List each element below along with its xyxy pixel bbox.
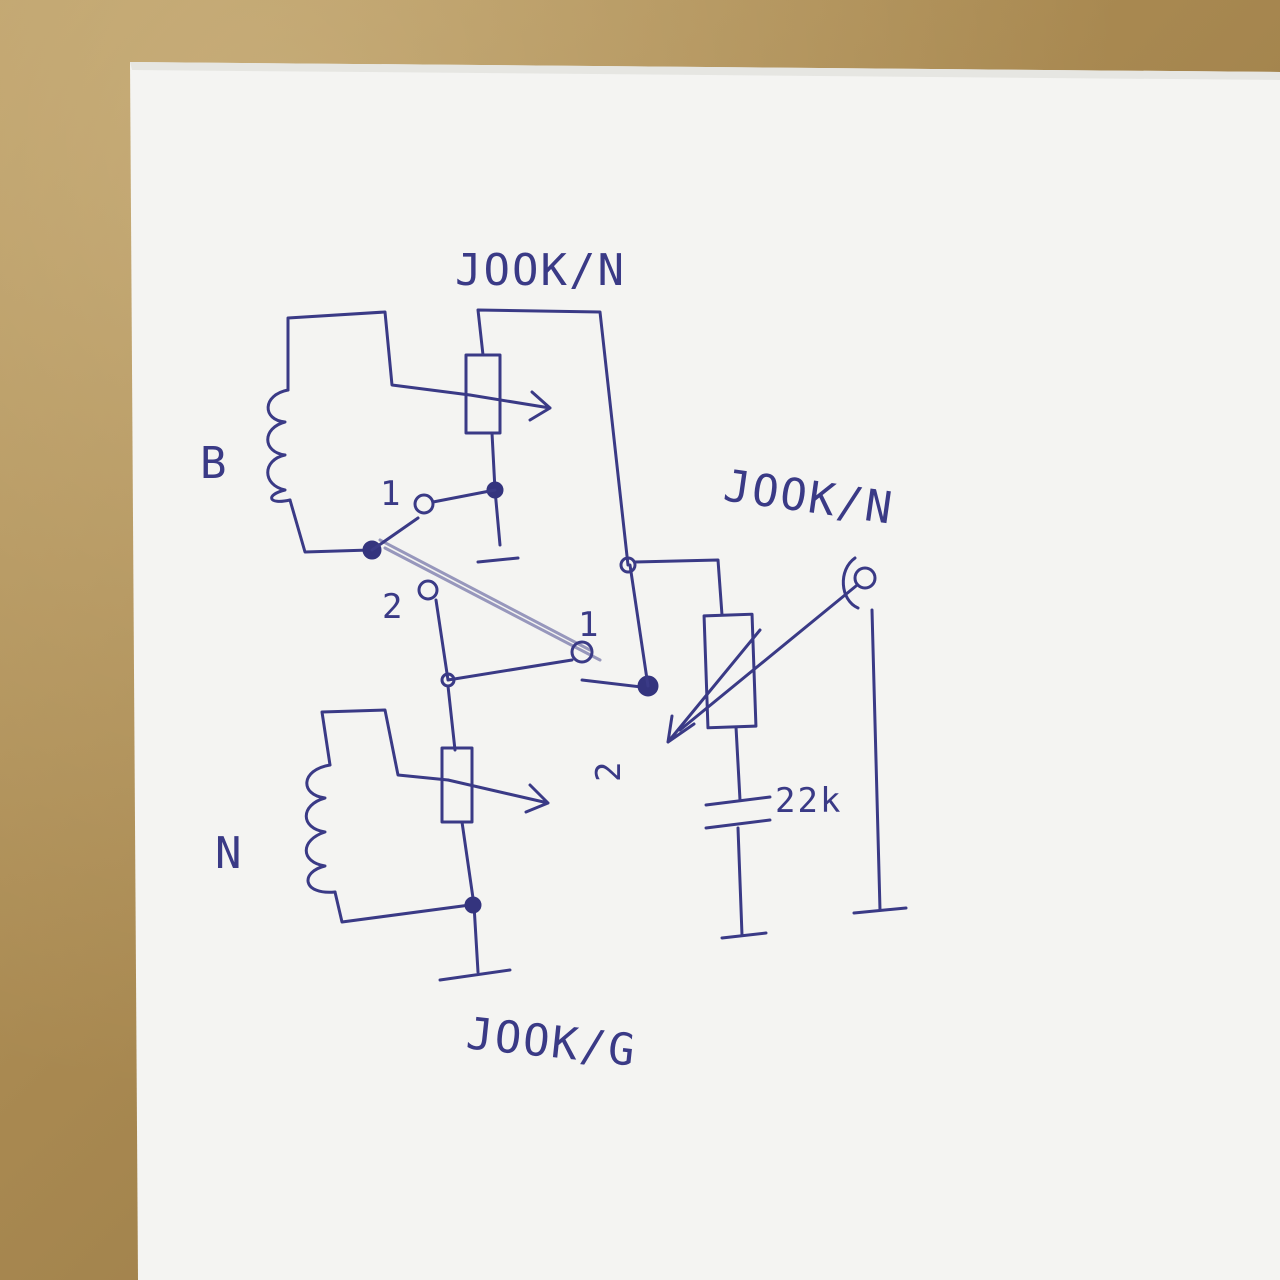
wire-n-bottom xyxy=(333,890,472,924)
ground-symbol xyxy=(476,556,520,564)
switch2-pos2-label: 2 xyxy=(589,760,629,782)
switch2-contact-1 xyxy=(570,640,594,664)
wire-middle xyxy=(434,598,574,682)
bridge-pickup-coil xyxy=(266,388,292,503)
wire-sw2-up xyxy=(628,563,650,688)
switch2-pos1-label: 1 xyxy=(578,605,600,645)
switch1-pos2-label: 2 xyxy=(382,587,404,627)
wire-middle-down xyxy=(446,684,457,752)
switch1-lever xyxy=(370,516,420,552)
wire-n-top xyxy=(320,708,450,782)
wire-to-right-pot xyxy=(633,558,724,617)
wire-top-pot-up xyxy=(476,308,630,567)
top-pot-label: JOOK/N xyxy=(455,245,626,296)
junction-open xyxy=(619,556,637,574)
switch-linkage xyxy=(378,538,602,662)
wire-sw1-1 xyxy=(431,488,497,504)
wire-jack-ground xyxy=(870,608,882,912)
capacitor-plate-bottom xyxy=(704,818,772,830)
output-jack-sleeve xyxy=(841,556,860,610)
switch1-contact-2 xyxy=(417,579,439,601)
capacitor-plate-top xyxy=(704,795,772,807)
wire-b-top xyxy=(286,310,472,397)
wire-b-bottom xyxy=(288,498,372,554)
wire-to-cap xyxy=(734,725,742,802)
pickup-n-label: N xyxy=(215,828,244,879)
switch1-pos1-label: 1 xyxy=(380,474,402,514)
right-pot-wiper xyxy=(666,628,762,744)
bottom-pot-wiper xyxy=(446,778,550,814)
ground-symbol-cap xyxy=(720,931,768,940)
output-jack-tip xyxy=(853,566,877,590)
switch1-contact-1 xyxy=(413,493,435,515)
junction-dot-bottom xyxy=(464,896,482,914)
wire-jack-wiper xyxy=(678,584,858,732)
pickup-b-label: B xyxy=(200,438,229,489)
top-pot-wiper xyxy=(468,390,552,422)
neck-pickup-coil xyxy=(304,763,337,894)
ground-symbol-bottom xyxy=(438,968,512,982)
cap-value-label: 22k xyxy=(775,781,842,821)
ground-symbol-jack xyxy=(852,906,908,915)
wire-cap-down xyxy=(736,826,744,937)
